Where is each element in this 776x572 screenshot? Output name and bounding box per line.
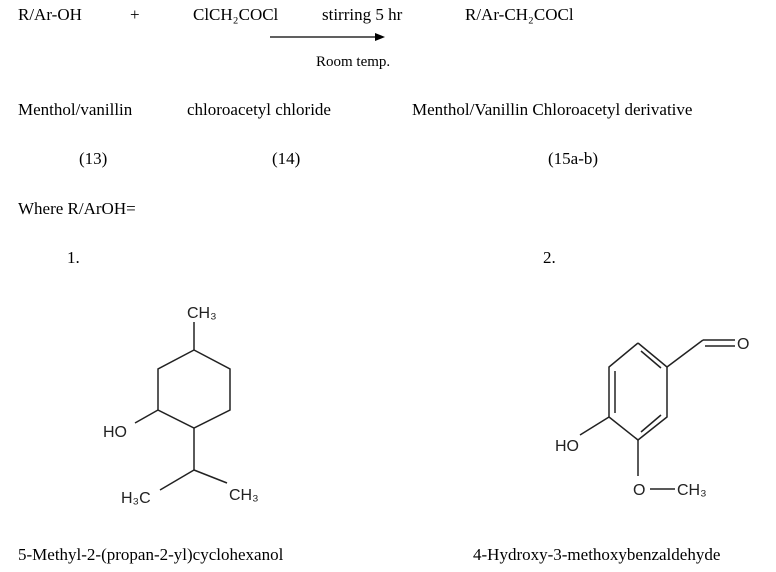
menthol-methyl-right-label: CH₃	[229, 487, 259, 504]
vanillin-carbonyl-oxygen-label: O	[737, 336, 749, 353]
menthol-methyl-left-label: H₃C	[121, 490, 151, 507]
plus-sign: +	[130, 5, 140, 24]
reaction-condition-temp: Room temp.	[316, 54, 391, 70]
reactant-2-formula: ClCH₂COCl	[193, 5, 279, 24]
structure-1-name: 5-Methyl-2-(propan-2-yl)cyclohexanol	[18, 545, 284, 564]
reactant-1-formula: R/Ar-OH	[18, 5, 82, 24]
product-name: Menthol/Vanillin Chloroacetyl derivative	[412, 100, 693, 119]
reaction-condition-time: stirring 5 hr	[322, 5, 403, 24]
reactant-1-number: (13)	[79, 149, 108, 168]
menthol-structure: CH₃ HO H₃C CH₃	[103, 305, 259, 507]
reactant-2-number: (14)	[272, 149, 301, 168]
reactant-2-name: chloroacetyl chloride	[187, 100, 331, 119]
structure-1-index: 1.	[67, 248, 80, 267]
menthol-methyl-label: CH₃	[187, 305, 217, 322]
reactant-1-name: Menthol/vanillin	[18, 100, 133, 119]
reaction-arrow	[270, 33, 385, 41]
where-label: Where R/ArOH=	[18, 199, 136, 218]
product-formula: R/Ar-CH₂COCl	[465, 5, 574, 24]
product-number: (15a-b)	[548, 149, 599, 168]
structure-2-name: 4-Hydroxy-3-methoxybenzaldehyde	[473, 545, 721, 564]
structure-2-index: 2.	[543, 248, 556, 267]
menthol-hydroxyl-label: HO	[103, 424, 127, 441]
vanillin-hydroxyl-label: HO	[555, 438, 579, 455]
vanillin-structure: O HO O CH₃	[555, 336, 749, 499]
vanillin-methoxy-oxygen-label: O	[633, 482, 645, 499]
vanillin-methyl-label: CH₃	[677, 482, 707, 499]
